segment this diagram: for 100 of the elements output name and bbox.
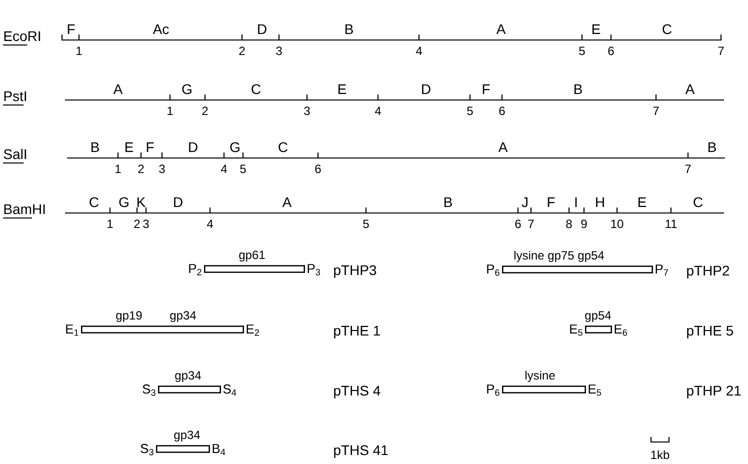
fragment-letter: C xyxy=(694,197,703,208)
end-label: S$_{3}$ xyxy=(142,384,156,396)
enzyme-name: PstI xyxy=(4,91,26,102)
fragment-letter: D xyxy=(174,197,182,207)
fragment-letter: B xyxy=(708,142,716,152)
fragment-letter: C xyxy=(662,24,672,34)
fragment-letter: D xyxy=(189,142,198,152)
end-label: E$_{2}$ xyxy=(246,324,259,336)
fragment-letter: B xyxy=(91,142,99,152)
end-label: E$_{5}$ xyxy=(570,324,582,336)
fragment-letter: G xyxy=(230,142,240,152)
gene-label: lysine gp75 gp54 xyxy=(514,250,604,262)
site-number: 3 xyxy=(143,220,149,228)
fragment-letter: E xyxy=(338,84,346,94)
site-number: 6 xyxy=(515,220,521,228)
site-number: 2 xyxy=(239,46,245,55)
fragment-letter: D xyxy=(422,84,430,94)
gene-label: gp34 xyxy=(174,430,200,442)
clone-name: pTHP 21 xyxy=(687,386,741,398)
site-number: 4 xyxy=(374,106,381,115)
fragment-letter: B xyxy=(345,24,353,34)
enzyme-name: EcoRI xyxy=(4,31,40,42)
fragment-letter: K xyxy=(137,197,146,207)
site-number: 3 xyxy=(304,106,310,116)
site-number: 1 xyxy=(108,220,113,228)
site-number: 6 xyxy=(315,164,321,174)
clone-name: pTHS 41 xyxy=(334,445,388,458)
clone-name: pTHE 1 xyxy=(334,326,380,338)
end-label: E$_{6}$ xyxy=(614,324,628,336)
fragment-letter: G xyxy=(182,84,192,94)
end-label: E$_{5}$ xyxy=(588,384,602,396)
site-number: 7 xyxy=(528,220,534,228)
site-number: 1 xyxy=(168,106,173,115)
fragment-letter: Ac xyxy=(152,24,169,34)
fragment-letter: E xyxy=(638,197,646,207)
site-number: 5 xyxy=(467,106,473,116)
clone-name: pTHP3 xyxy=(334,265,376,278)
site-number: 11 xyxy=(666,220,677,228)
end-label: P$_{6}$ xyxy=(487,384,500,396)
site-number: 3 xyxy=(159,164,165,174)
site-number: 9 xyxy=(581,220,587,228)
end-label: P$_{6}$ xyxy=(487,264,500,276)
fragment-letter: E xyxy=(592,24,600,34)
end-label: B$_{4}$ xyxy=(212,444,226,456)
gene-label: gp19 xyxy=(116,311,142,322)
site-number: 2 xyxy=(202,106,208,115)
gene-label: gp54 xyxy=(585,311,611,322)
site-number: 10 xyxy=(611,220,624,228)
fragment-letter: A xyxy=(496,24,506,34)
gene-label: gp61 xyxy=(239,250,265,262)
site-number: 4 xyxy=(416,46,422,55)
end-label: P$_{7}$ xyxy=(656,264,668,276)
fragment-letter: F xyxy=(68,24,75,34)
fragment-letter: F xyxy=(482,84,490,94)
site-number: 5 xyxy=(240,164,246,174)
scale-label: 1kb xyxy=(651,450,670,460)
site-number: 5 xyxy=(579,46,585,56)
site-number: 4 xyxy=(206,220,213,228)
fragment-letter: A xyxy=(685,84,695,94)
clone-name: pTHE 5 xyxy=(687,326,734,338)
fragment-letter: D xyxy=(258,24,266,34)
fragment-letter: G xyxy=(119,197,128,208)
fragment-letter: A xyxy=(282,197,292,207)
fragment-letter: B xyxy=(574,84,582,94)
fragment-letter: B xyxy=(444,197,452,207)
site-number: 4 xyxy=(220,164,227,173)
site-number: 7 xyxy=(718,46,724,55)
fragment-letter: C xyxy=(252,84,261,94)
fragment-letter: H xyxy=(596,197,604,207)
site-number: 2 xyxy=(134,220,140,228)
site-number: 2 xyxy=(138,164,144,173)
site-number: 8 xyxy=(566,220,572,228)
fragment-letter: A xyxy=(113,84,123,94)
end-label: S$_{3}$ xyxy=(140,444,154,456)
site-number: 6 xyxy=(499,106,505,116)
fragment-letter: C xyxy=(278,142,288,152)
site-number: 5 xyxy=(363,220,369,228)
clone-name: pTHS 4 xyxy=(334,386,380,398)
gene-label: gp34 xyxy=(175,371,201,382)
fragment-letter: F xyxy=(146,142,154,152)
enzyme-name: BamHI xyxy=(4,204,45,214)
end-label: S$_{4}$ xyxy=(223,384,236,396)
gene-label: gp34 xyxy=(170,311,196,322)
fragment-letter: C xyxy=(90,197,99,208)
fragment-letter: F xyxy=(548,197,555,207)
gene-label: lysine xyxy=(525,370,555,382)
site-number: 7 xyxy=(653,106,659,115)
enzyme-name: SalI xyxy=(4,148,26,160)
end-label: P$_{3}$ xyxy=(308,264,320,276)
end-label: P$_{2}$ xyxy=(189,264,202,276)
site-number: 6 xyxy=(608,46,614,56)
fragment-letter: A xyxy=(498,142,508,152)
clone-name: pTHP2 xyxy=(687,266,730,278)
fragment-letter: E xyxy=(125,142,134,152)
site-number: 3 xyxy=(276,46,282,56)
site-number: 7 xyxy=(685,164,691,173)
fragment-letter: I xyxy=(575,197,577,207)
fragment-letter: J xyxy=(522,197,528,208)
site-number: 1 xyxy=(116,164,121,173)
site-number: 1 xyxy=(76,46,82,55)
